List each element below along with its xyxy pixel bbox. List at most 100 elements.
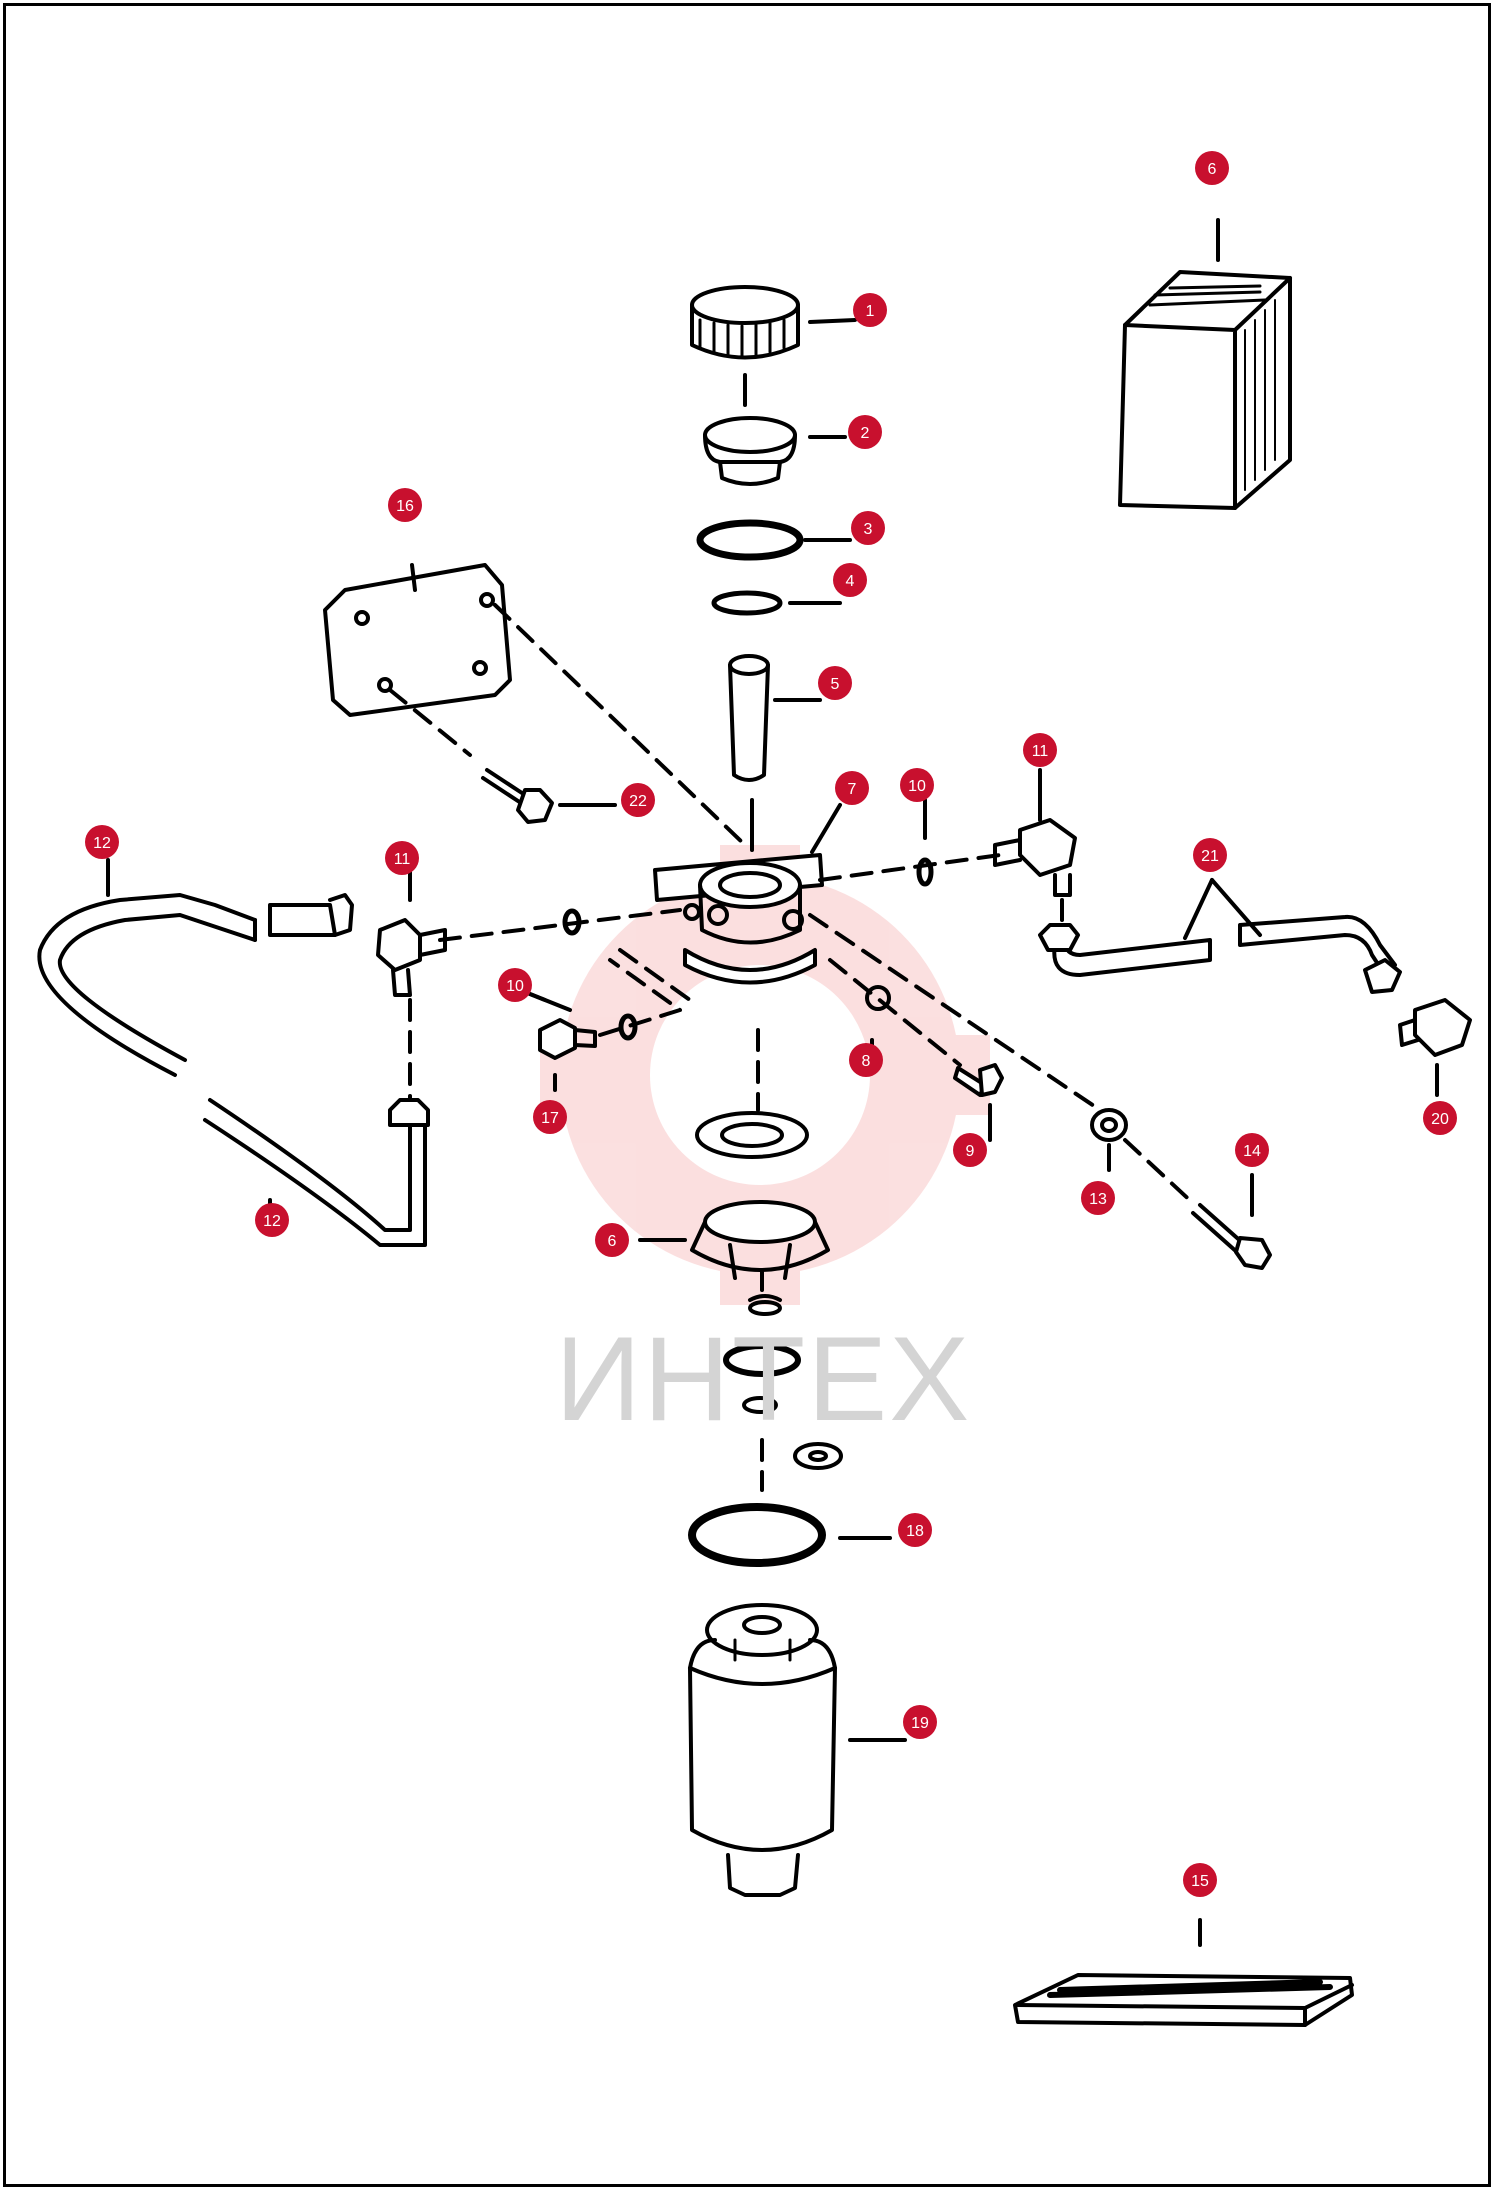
callout-circle xyxy=(835,771,869,805)
callout-9: 9 xyxy=(953,1133,987,1167)
callout-circle xyxy=(898,1513,932,1547)
callout-circle xyxy=(1423,1101,1457,1135)
mounting-bracket xyxy=(323,563,512,717)
filter-cap xyxy=(703,416,797,486)
callout-label: 12 xyxy=(93,835,111,852)
fuel-hose xyxy=(37,893,430,1247)
callout-label: 10 xyxy=(908,778,926,795)
callout-7: 7 xyxy=(835,771,869,805)
callout-15: 15 xyxy=(1183,1863,1217,1897)
callout-circle xyxy=(595,1223,629,1257)
callout-5: 5 xyxy=(818,666,852,700)
callout-20: 20 xyxy=(1423,1101,1457,1135)
callout-circle xyxy=(498,968,532,1002)
watermark-text: ИНТЕХ xyxy=(555,1312,972,1446)
callout-label: 6 xyxy=(1208,161,1217,178)
parts-box xyxy=(1118,270,1292,510)
callout-label: 21 xyxy=(1201,848,1219,865)
callout-label: 13 xyxy=(1089,1191,1107,1208)
callout-circle xyxy=(388,488,422,522)
bowl-seal xyxy=(688,1503,826,1567)
callout-circle xyxy=(385,841,419,875)
callout-16: 16 xyxy=(388,488,422,522)
callout-markers: 1234566789101011111212131415161718192021… xyxy=(85,151,1457,1897)
snap-ring xyxy=(748,1300,782,1316)
drawing-frame xyxy=(3,3,1491,2187)
hex-bolt xyxy=(953,1063,1004,1097)
callout-label: 7 xyxy=(848,781,857,798)
fuel-hose xyxy=(1038,914,1402,994)
assembly-lines xyxy=(408,853,1197,1492)
o-ring xyxy=(916,857,934,887)
callout-3: 3 xyxy=(851,511,885,545)
callout-circle xyxy=(853,293,887,327)
bowl-adapter xyxy=(690,1200,830,1280)
callout-label: 10 xyxy=(506,978,524,995)
callout-11: 11 xyxy=(385,841,419,875)
center-tube xyxy=(728,654,770,782)
callout-circle xyxy=(818,666,852,700)
callout-label: 12 xyxy=(263,1213,281,1230)
seal-ring xyxy=(696,519,804,561)
callout-4: 4 xyxy=(833,563,867,597)
gasket xyxy=(695,1111,809,1159)
callout-label: 6 xyxy=(608,1233,617,1250)
callout-circle xyxy=(1235,1133,1269,1167)
ring-nut xyxy=(690,285,800,360)
callout-12: 12 xyxy=(85,825,119,859)
callout-label: 1 xyxy=(866,303,875,320)
callout-11: 11 xyxy=(1023,733,1057,767)
callout-1: 1 xyxy=(853,293,887,327)
filter-head xyxy=(653,853,824,985)
elbow-fitting xyxy=(993,818,1077,897)
callout-label: 3 xyxy=(864,521,873,538)
callout-2: 2 xyxy=(848,415,882,449)
elbow-fitting xyxy=(376,918,447,997)
callout-18: 18 xyxy=(898,1513,932,1547)
callout-8: 8 xyxy=(849,1043,883,1077)
callout-14: 14 xyxy=(1235,1133,1269,1167)
callout-circle xyxy=(255,1203,289,1237)
callout-label: 14 xyxy=(1243,1143,1261,1160)
o-ring xyxy=(865,985,891,1011)
callout-circle xyxy=(621,783,655,817)
hex-bolt xyxy=(481,768,554,824)
callout-circle xyxy=(833,563,867,597)
callout-circle xyxy=(849,1043,883,1077)
washer xyxy=(793,1442,843,1470)
callout-19: 19 xyxy=(903,1705,937,1739)
callout-circle xyxy=(1023,733,1057,767)
washer xyxy=(1090,1108,1128,1142)
callout-circle xyxy=(1081,1181,1115,1215)
o-ring xyxy=(618,1013,638,1041)
callout-label: 18 xyxy=(906,1523,924,1540)
filter-cartridge xyxy=(688,1603,837,1897)
callout-label: 22 xyxy=(629,793,647,810)
callout-circle xyxy=(848,415,882,449)
callout-label: 4 xyxy=(846,573,855,590)
assembly-line xyxy=(388,688,472,757)
callout-label: 9 xyxy=(966,1143,975,1160)
callout-circle xyxy=(900,768,934,802)
callout-circle xyxy=(953,1133,987,1167)
callout-circle xyxy=(1193,838,1227,872)
callout-label: 2 xyxy=(861,425,870,442)
callout-17: 17 xyxy=(533,1100,567,1134)
callout-21: 21 xyxy=(1193,838,1227,872)
callout-label: 11 xyxy=(394,851,411,868)
elbow-fitting xyxy=(1398,998,1472,1057)
callout-circle xyxy=(1183,1863,1217,1897)
callout-label: 16 xyxy=(396,498,414,515)
callout-10: 10 xyxy=(900,768,934,802)
callout-6: 6 xyxy=(1195,151,1229,185)
callout-label: 8 xyxy=(862,1053,871,1070)
callout-22: 22 xyxy=(621,783,655,817)
callout-12: 12 xyxy=(255,1203,289,1237)
leader-lines xyxy=(106,218,1439,1947)
assembly-line xyxy=(493,603,747,847)
callout-circle xyxy=(851,511,885,545)
hex-bolt xyxy=(538,1018,597,1060)
callout-circle xyxy=(85,825,119,859)
callout-circle xyxy=(1195,151,1229,185)
